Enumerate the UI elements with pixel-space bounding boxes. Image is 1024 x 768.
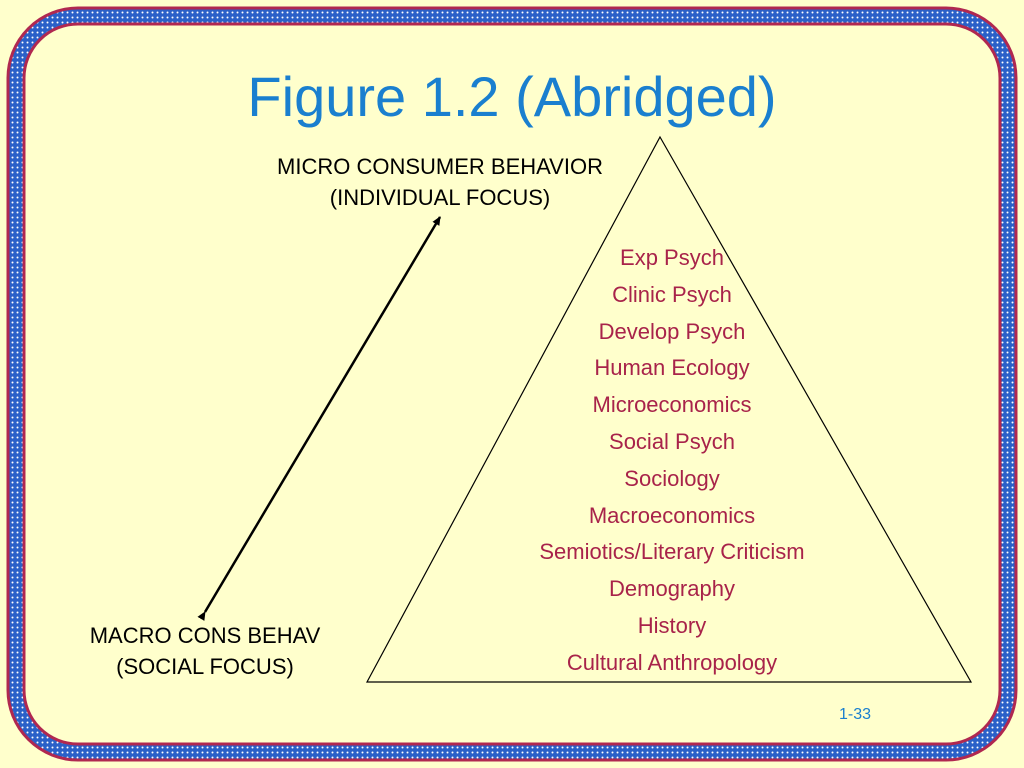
discipline-item: Semiotics/Literary Criticism bbox=[539, 539, 805, 565]
discipline-item: Clinic Psych bbox=[612, 281, 732, 307]
discipline-item: Human Ecology bbox=[594, 355, 750, 381]
discipline-item: Microeconomics bbox=[592, 392, 752, 418]
micro-label-line2: (INDIVIDUAL FOCUS) bbox=[329, 185, 551, 210]
discipline-item: Demography bbox=[609, 576, 735, 602]
micro-label-line1: MICRO CONSUMER BEHAVIOR bbox=[277, 154, 603, 179]
discipline-item: Develop Psych bbox=[598, 318, 746, 344]
discipline-list: Exp Psych Clinic Psych Develop Psych Hum… bbox=[472, 240, 872, 682]
discipline-item: Exp Psych bbox=[620, 245, 724, 270]
discipline-item: Cultural Anthropology bbox=[566, 649, 778, 675]
macro-label-line2: (SOCIAL FOCUS) bbox=[116, 654, 294, 679]
micro-focus-label: MICRO CONSUMER BEHAVIOR (INDIVIDUAL FOCU… bbox=[220, 151, 660, 213]
micro-macro-arrow bbox=[197, 216, 442, 621]
discipline-item: Social Psych bbox=[609, 428, 735, 454]
discipline-item: History bbox=[637, 612, 707, 638]
discipline-item: Sociology bbox=[624, 465, 720, 491]
macro-label-line1: MACRO CONS BEHAV bbox=[89, 623, 321, 648]
discipline-item: Macroeconomics bbox=[588, 502, 756, 528]
pyramid-triangle bbox=[365, 135, 973, 683]
slide-title: Figure 1.2 (Abridged) bbox=[247, 65, 777, 128]
macro-focus-label: MACRO CONS BEHAV (SOCIAL FOCUS) bbox=[40, 620, 370, 682]
page-number: 1-33 bbox=[838, 706, 872, 723]
